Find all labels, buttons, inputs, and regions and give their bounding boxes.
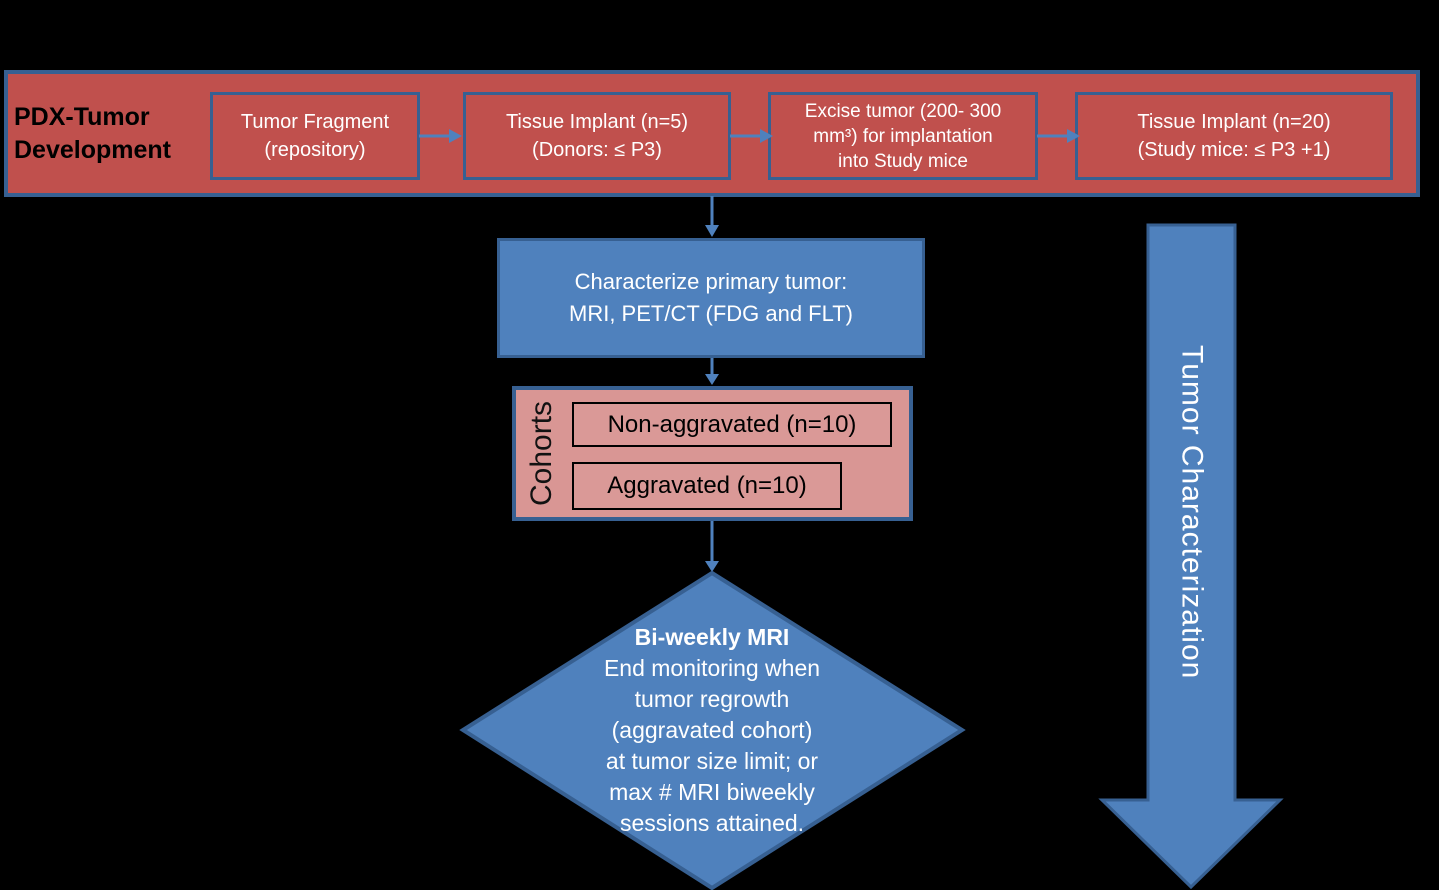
step-line: Tissue Implant (n=20)	[1137, 111, 1331, 133]
step-line: (Study mice: ≤ P3 +1)	[1137, 139, 1331, 161]
decision-title: Bi-weekly MRI	[634, 624, 790, 650]
decision-line: at tumor size limit; or	[605, 748, 819, 774]
decision-line: sessions attained.	[619, 810, 805, 836]
arrow-right-icon	[730, 129, 773, 143]
decision-line: tumor regrowth	[634, 686, 790, 712]
step-tissue-implant-donors: Tissue Implant (n=5) (Donors: ≤ P3)	[463, 92, 731, 180]
tumor-characterization-arrow: Tumor Characterization	[1148, 225, 1235, 800]
arrow-right-icon	[1037, 129, 1080, 143]
arrow-down-icon	[705, 520, 719, 572]
decision-line: max # MRI biweekly	[609, 779, 815, 805]
characterize-primary-tumor-box: Characterize primary tumor: MRI, PET/CT …	[497, 238, 925, 358]
cohort-aggravated: Aggravated (n=10)	[572, 462, 842, 510]
step-tissue-implant-study: Tissue Implant (n=20) (Study mice: ≤ P3 …	[1075, 92, 1393, 180]
step-line: mm³) for implantation	[813, 125, 993, 147]
cohorts-label: Cohorts	[525, 400, 558, 507]
step-tumor-fragment: Tumor Fragment (repository)	[210, 92, 420, 180]
decision-diamond-shape	[459, 570, 966, 890]
decision-line: (aggravated cohort)	[611, 717, 813, 743]
step-line: Tissue Implant (n=5)	[505, 111, 689, 133]
arrow-down-icon	[705, 357, 719, 385]
step-line: (repository)	[264, 139, 366, 161]
cohort-non-aggravated: Non-aggravated (n=10)	[572, 402, 892, 447]
step-excise-tumor: Excise tumor (200- 300 mm³) for implanta…	[768, 92, 1038, 180]
step-line: Tumor Fragment	[240, 111, 390, 133]
arrow-down-icon	[705, 196, 719, 237]
decision-line: End monitoring when	[603, 655, 821, 681]
characterize-line: Characterize primary tumor:	[574, 269, 848, 294]
arrow-right-icon	[419, 129, 462, 143]
tumor-characterization-label: Tumor Characterization	[1175, 345, 1209, 680]
characterize-line: MRI, PET/CT (FDG and FLT)	[569, 301, 853, 326]
step-line: (Donors: ≤ P3)	[532, 139, 662, 161]
step-line: into Study mice	[838, 150, 968, 172]
big-down-arrow-icon	[1098, 223, 1284, 890]
decision-text: Bi-weekly MRI End monitoring when tumor …	[532, 622, 892, 839]
band-title: PDX-Tumor Development	[14, 103, 171, 164]
step-line: Excise tumor (200- 300	[804, 100, 1002, 122]
